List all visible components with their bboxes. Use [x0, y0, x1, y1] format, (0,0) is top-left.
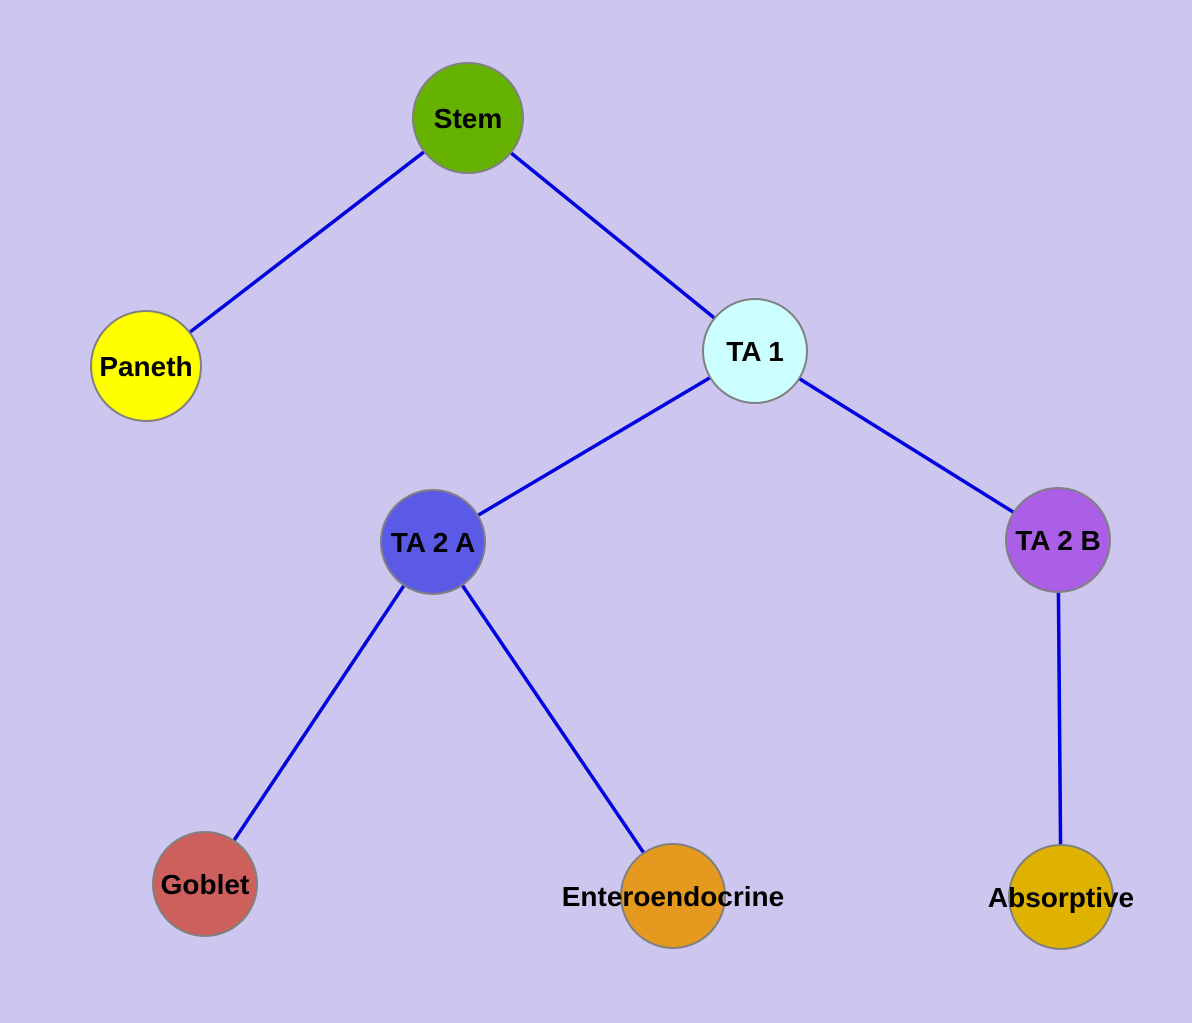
- node-label-absorptive: Absorptive: [988, 882, 1134, 913]
- node-label-goblet: Goblet: [161, 869, 250, 900]
- node-ta2b: [1005, 487, 1111, 593]
- edge-ta1-ta2a: [432, 349, 756, 544]
- edge-ta2b-absorptive: [1056, 539, 1063, 898]
- node-label-ta2b: TA 2 B: [1015, 525, 1101, 556]
- node-label-ta1: TA 1: [726, 336, 784, 367]
- node-absorptive: [1008, 844, 1114, 950]
- node-enteroendocrine: [620, 843, 726, 949]
- node-label-enteroendocrine: Enteroendocrine: [562, 881, 784, 912]
- edge-ta2a-enteroendocrine: [431, 541, 675, 897]
- node-label-ta2a: TA 2 A: [391, 527, 476, 558]
- node-ta1: [702, 298, 808, 404]
- edge-ta2a-goblet: [203, 541, 435, 885]
- node-paneth: [90, 310, 202, 422]
- node-goblet: [152, 831, 258, 937]
- node-ta2a: [380, 489, 486, 595]
- node-label-stem: Stem: [434, 103, 502, 134]
- node-stem: [412, 62, 524, 174]
- edge-stem-ta1: [466, 116, 757, 353]
- edge-ta1-ta2b: [754, 349, 1059, 542]
- edge-stem-paneth: [144, 116, 470, 368]
- node-label-paneth: Paneth: [99, 351, 192, 382]
